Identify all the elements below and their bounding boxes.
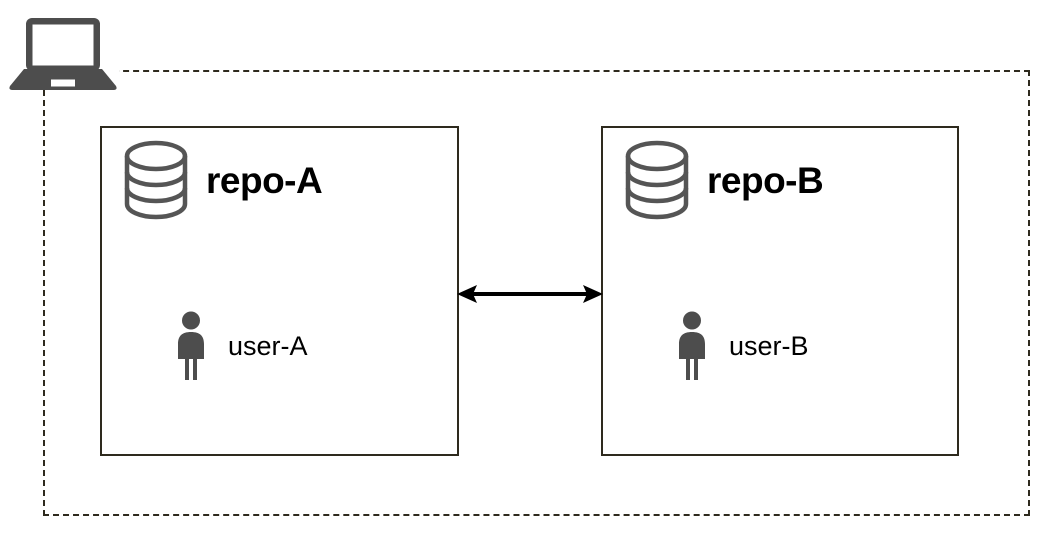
database-cylinder-icon <box>623 140 691 220</box>
double-headed-arrow-icon <box>455 275 605 313</box>
repo-box-a[interactable]: repo-A user-A <box>100 126 459 456</box>
machine-boundary <box>43 70 1030 516</box>
repo-b-user: user-B <box>671 311 809 381</box>
user-b-label: user-B <box>729 330 809 361</box>
repo-box-b[interactable]: repo-B user-B <box>601 126 959 456</box>
repo-b-header: repo-B <box>623 140 824 220</box>
repo-a-user: user-A <box>170 311 308 381</box>
repo-a-label: repo-A <box>206 159 323 201</box>
person-icon <box>671 311 713 381</box>
person-icon <box>170 311 212 381</box>
repo-a-header: repo-A <box>122 140 323 220</box>
user-a-label: user-A <box>228 330 308 361</box>
database-cylinder-icon <box>122 140 190 220</box>
repo-b-label: repo-B <box>707 159 824 201</box>
laptop-icon <box>6 16 120 92</box>
